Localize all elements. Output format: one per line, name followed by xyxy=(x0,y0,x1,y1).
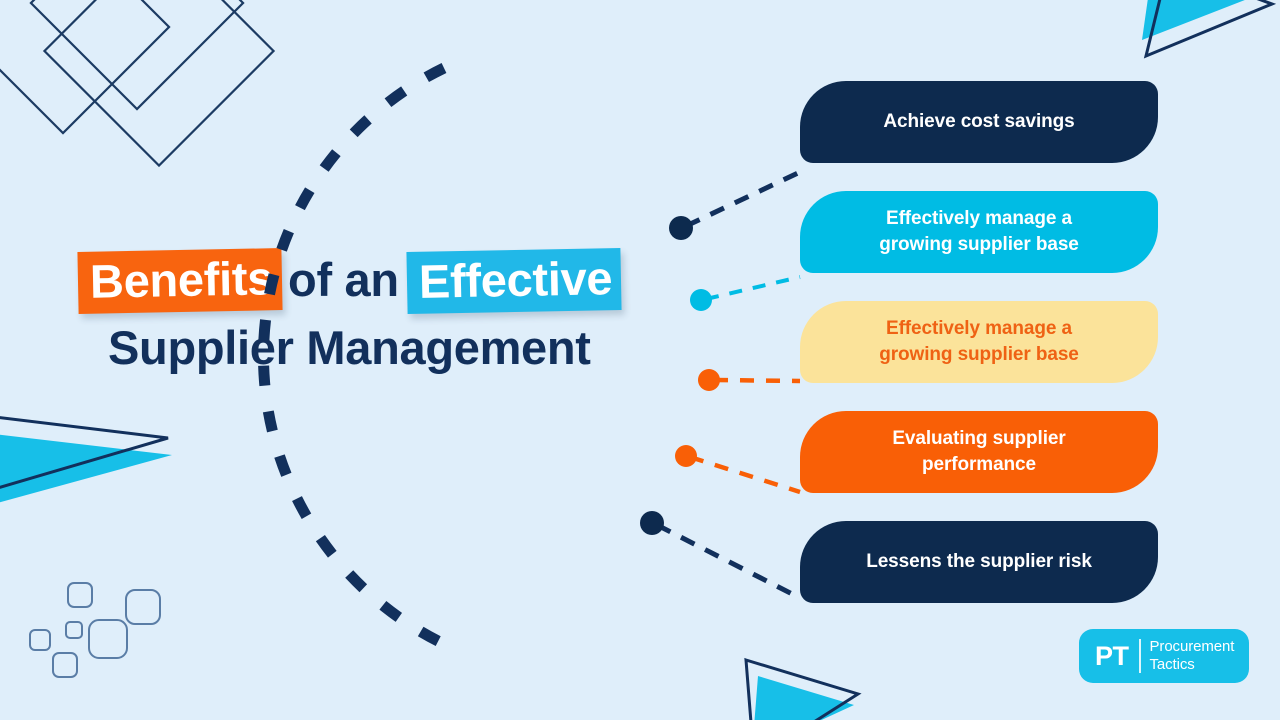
bottom-left-rounded-squares xyxy=(29,582,161,678)
connector-line-5 xyxy=(655,522,802,601)
logo-wordmark: Procurement Tactics xyxy=(1150,638,1235,675)
top-right-triangle xyxy=(1142,0,1277,59)
title-line-2: Supplier Management xyxy=(108,321,591,374)
top-left-diamond-outlines xyxy=(0,0,276,168)
arc-node-dot-4 xyxy=(675,445,697,467)
benefit-card-5[interactable]: Lessens the supplier risk xyxy=(800,521,1158,603)
title-highlight-benefits: Benefits xyxy=(77,248,283,314)
benefit-card-3-label: Effectively manage a growing supplier ba… xyxy=(879,317,1079,365)
arc-node-dot-3 xyxy=(698,369,720,391)
benefit-card-3[interactable]: Effectively manage a growing supplier ba… xyxy=(800,301,1158,383)
bottom-center-triangle xyxy=(744,657,862,720)
connector-line-1 xyxy=(684,169,802,229)
arc-node-dot-2 xyxy=(690,289,712,311)
procurement-tactics-logo[interactable]: PT Procurement Tactics xyxy=(1079,629,1249,683)
benefit-card-4-label: Evaluating supplier performance xyxy=(892,427,1066,475)
benefit-card-4[interactable]: Evaluating supplier performance xyxy=(800,411,1158,493)
logo-monogram: PT xyxy=(1095,640,1129,671)
benefit-card-1[interactable]: Achieve cost savings xyxy=(800,81,1158,163)
left-middle-triangle xyxy=(0,416,172,503)
arc-node-dot-5 xyxy=(640,511,664,535)
benefit-card-2[interactable]: Effectively manage a growing supplier ba… xyxy=(800,191,1158,273)
connector-line-4 xyxy=(689,454,801,495)
logo-word-line-2: Tactics xyxy=(1149,656,1195,673)
logo-word-line-1: Procurement xyxy=(1149,637,1235,655)
benefit-card-1-label: Achieve cost savings xyxy=(883,110,1075,132)
title-highlight-effective: Effective xyxy=(406,247,622,315)
arc-node-dot-1 xyxy=(669,216,693,240)
title-text-of-an: of an xyxy=(288,253,399,306)
logo-divider xyxy=(1138,639,1141,673)
benefits-card-list: Achieve cost savings Effectively manage … xyxy=(800,81,1158,631)
benefit-card-5-label: Lessens the supplier risk xyxy=(866,550,1092,572)
connector-line-2 xyxy=(705,275,801,301)
connector-line-3 xyxy=(713,377,801,384)
benefit-card-2-label: Effectively manage a growing supplier ba… xyxy=(879,207,1079,255)
